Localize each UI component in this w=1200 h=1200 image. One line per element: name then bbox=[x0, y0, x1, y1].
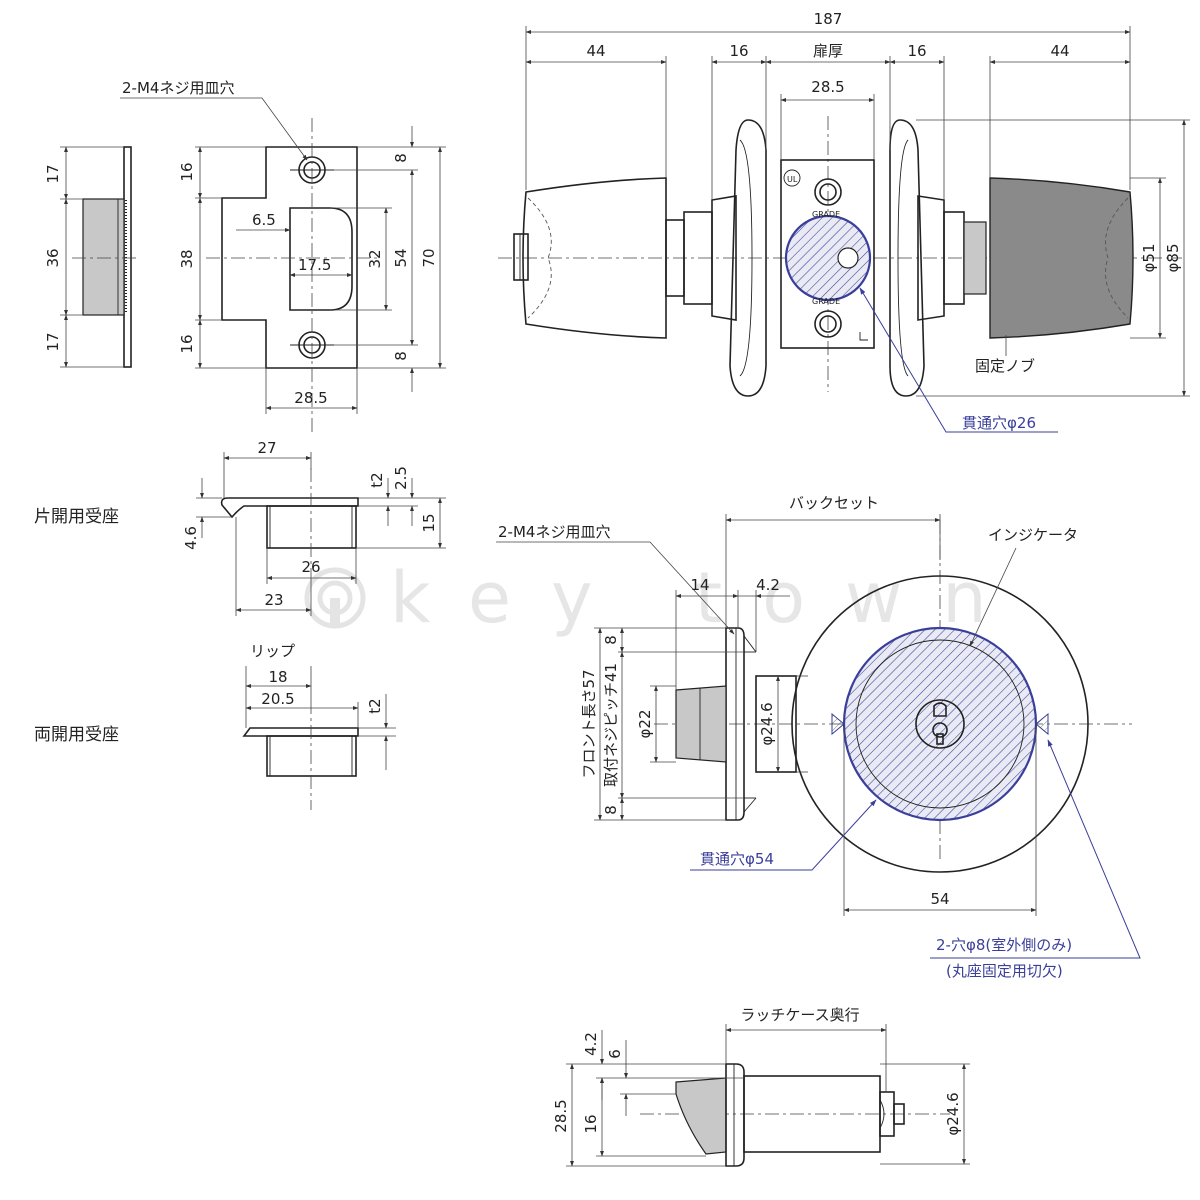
dim-hole-54: 54 bbox=[392, 248, 410, 267]
dim-single-27: 27 bbox=[257, 439, 276, 457]
dim-overall-187: 187 bbox=[814, 10, 843, 28]
dim-single-2-5: 2.5 bbox=[392, 466, 410, 490]
ul-mark-icon: UL bbox=[783, 169, 801, 187]
strike-front: 2-M4ネジ用皿穴 16 38 16 6.5 17.5 32 54 bbox=[120, 79, 446, 432]
dim-hole-17-5: 17.5 bbox=[298, 256, 331, 274]
lockset-side-view: バックセット 2-M4ネジ用皿穴 インジケータ 14 4.2 8 フロント長さ5… bbox=[496, 494, 1141, 980]
through-hole-phi54-label: 貫通穴φ54 bbox=[700, 850, 774, 868]
strike-plate-view: 17 36 17 2-M4ネジ用皿穴 bbox=[44, 79, 446, 432]
dim-rose-16-right: 16 bbox=[907, 42, 926, 60]
notch-note-line1: 2-穴φ8(室外側のみ) bbox=[936, 936, 1072, 954]
dim-hole-6-5: 6.5 bbox=[252, 211, 276, 229]
fixed-knob-label: 固定ノブ bbox=[975, 357, 1035, 375]
single-seat-label: 片開用受座 bbox=[34, 507, 119, 527]
key-town-logo-icon bbox=[304, 567, 366, 629]
keyhole-icon bbox=[932, 722, 948, 745]
dim-single-t2: t2 bbox=[368, 472, 386, 487]
latch-front-plate-side bbox=[725, 627, 757, 821]
notch-note-line2: (丸座固定用切欠) bbox=[946, 962, 1063, 980]
dim-width-28-5: 28.5 bbox=[294, 389, 327, 407]
watermark: key town bbox=[304, 557, 1027, 639]
dim-right-8-top: 8 bbox=[392, 153, 410, 163]
dim-side-17-top: 17 bbox=[44, 164, 62, 183]
dim-side-54: 54 bbox=[930, 890, 949, 908]
dim-hole-32: 32 bbox=[366, 249, 384, 268]
dim-right-70: 70 bbox=[420, 248, 438, 267]
dim-latch-4-2: 4.2 bbox=[582, 1032, 600, 1056]
mark-icon bbox=[859, 332, 868, 341]
dim-latch-28-5: 28.5 bbox=[552, 1099, 570, 1132]
latch-case-body bbox=[743, 1075, 905, 1153]
left-knob bbox=[513, 177, 737, 339]
latch-bolt-side bbox=[675, 685, 727, 763]
double-seat-view: 両開用受座 リップ 18 20.5 t2 bbox=[34, 642, 396, 810]
right-rose bbox=[889, 119, 987, 397]
latch-case-depth-label: ラッチケース奥行 bbox=[740, 1006, 859, 1024]
dim-double-t2: t2 bbox=[366, 698, 384, 713]
screw-pitch-label: 取付ネジピッチ41 bbox=[602, 663, 620, 787]
dim-knob-44-right: 44 bbox=[1050, 42, 1069, 60]
latch-case-view: ラッチケース奥行 4.2 6 28.5 16 φ24.6 bbox=[552, 1006, 970, 1167]
lockset-front-view: UL GRADE GRADE 固定ノブ bbox=[498, 10, 1190, 433]
dim-knob-44-left: 44 bbox=[586, 42, 605, 60]
dim-side-17-bottom: 17 bbox=[44, 332, 62, 351]
watermark-text: key town bbox=[390, 557, 1027, 639]
dim-phi24-6-side: φ24.6 bbox=[758, 702, 776, 745]
front-length-label: フロント長さ57 bbox=[580, 669, 598, 778]
dim-door-thickness: 扉厚 bbox=[813, 42, 843, 60]
dim-side-14: 14 bbox=[690, 576, 709, 594]
latch-bolt-bottom bbox=[675, 1077, 727, 1155]
dim-single-26: 26 bbox=[301, 558, 320, 576]
latch-hole-phi26 bbox=[784, 214, 872, 302]
indicator bbox=[915, 699, 965, 749]
dim-latch-6: 6 bbox=[606, 1049, 624, 1059]
dim-phi85: φ85 bbox=[1164, 244, 1182, 273]
dim-side-36: 36 bbox=[44, 248, 62, 267]
backset-label: バックセット bbox=[789, 494, 879, 512]
strike-side-profile: 17 36 17 bbox=[44, 146, 138, 368]
dim-right-8-bottom: 8 bbox=[392, 351, 410, 361]
dim-latch-16: 16 bbox=[582, 1114, 600, 1133]
svg-text:GRADE: GRADE bbox=[812, 297, 840, 306]
latch-front-plate-bottom bbox=[725, 1063, 745, 1167]
dim-phi22: φ22 bbox=[636, 710, 654, 739]
dim-double-20-5: 20.5 bbox=[261, 690, 294, 708]
dim-latch-phi24-6: φ24.6 bbox=[944, 1092, 962, 1135]
dim-single-23: 23 bbox=[264, 591, 283, 609]
dim-side-4-2: 4.2 bbox=[756, 576, 780, 594]
dim-left-16-top: 16 bbox=[178, 162, 196, 181]
fixed-knob bbox=[989, 177, 1134, 339]
latch-screw-bottom bbox=[814, 310, 842, 338]
dim-side-8-bottom: 8 bbox=[602, 805, 620, 815]
dim-double-18: 18 bbox=[268, 668, 287, 686]
strike-screw-label: 2-M4ネジ用皿穴 bbox=[122, 79, 234, 97]
indicator-label: インジケータ bbox=[988, 526, 1078, 544]
dim-single-4-6: 4.6 bbox=[182, 526, 200, 550]
lip-label: リップ bbox=[250, 642, 295, 660]
svg-text:UL: UL bbox=[787, 175, 798, 184]
through-hole-phi54 bbox=[831, 626, 1049, 822]
side-screw-label: 2-M4ネジ用皿穴 bbox=[498, 523, 610, 541]
dim-single-15: 15 bbox=[420, 513, 438, 532]
double-seat-label: 両開用受座 bbox=[34, 725, 119, 745]
dim-side-8-top: 8 bbox=[602, 635, 620, 645]
through-hole-phi26-label: 貫通穴φ26 bbox=[962, 414, 1036, 432]
dim-28-5-front: 28.5 bbox=[811, 78, 844, 96]
dim-left-16-bottom: 16 bbox=[178, 334, 196, 353]
dim-rose-16-left: 16 bbox=[729, 42, 748, 60]
single-seat-view: 片開用受座 27 t2 2.5 15 4.6 26 bbox=[34, 439, 446, 616]
svg-text:GRADE: GRADE bbox=[812, 210, 840, 219]
latch-screw-top bbox=[814, 178, 842, 206]
latch-face-plate: UL GRADE GRADE bbox=[780, 159, 875, 349]
dim-phi51: φ51 bbox=[1140, 244, 1158, 273]
dim-left-38: 38 bbox=[178, 249, 196, 268]
left-rose bbox=[729, 119, 767, 397]
